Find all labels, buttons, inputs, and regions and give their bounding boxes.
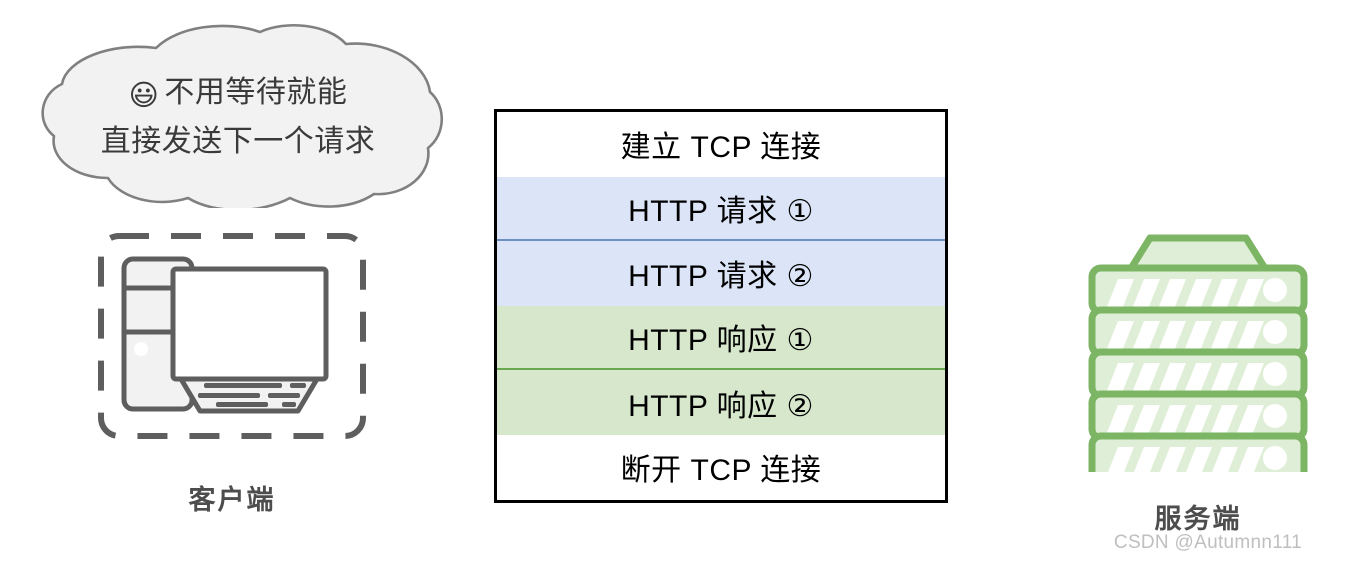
keyboard-keys — [198, 383, 306, 407]
server-rack-unit — [1088, 306, 1308, 358]
table-row: HTTP 请求 ① — [497, 176, 945, 242]
table-row: 建立 TCP 连接 — [497, 112, 945, 177]
thought-bubble-shape — [41, 23, 443, 208]
csdn-watermark: CSDN @Autumnn111 — [1113, 532, 1303, 553]
pc-power-light — [134, 342, 148, 356]
server-rack-unit — [1088, 432, 1308, 472]
http-pipelining-sequence-table: 建立 TCP 连接 HTTP 请求 ① HTTP 请求 ② HTTP 响应 ① … — [494, 109, 948, 503]
server-label: 服务端 — [1154, 504, 1242, 534]
server-rack-icon — [1088, 234, 1308, 472]
client-computer-illustration — [96, 231, 368, 441]
server-rack-unit — [1088, 348, 1308, 400]
server-rack-unit — [1088, 390, 1308, 442]
table-row: HTTP 响应 ② — [497, 370, 945, 435]
server-illustration — [1078, 232, 1318, 472]
row-label: HTTP 响应 ① — [628, 324, 814, 358]
thought-bubble: 😃不用等待就能 直接发送下一个请求 — [28, 18, 448, 208]
table-row: HTTP 响应 ① — [497, 305, 945, 371]
row-label: 建立 TCP 连接 — [620, 131, 822, 165]
monitor-screen — [170, 266, 329, 382]
row-label: HTTP 响应 ② — [628, 389, 814, 423]
desktop-computer-icon — [98, 233, 366, 439]
row-label: HTTP 请求 ② — [628, 260, 814, 294]
client-label: 客户端 — [188, 485, 276, 515]
table-row: HTTP 请求 ② — [497, 241, 945, 306]
row-label: 断开 TCP 连接 — [620, 454, 822, 488]
table-row: 断开 TCP 连接 — [497, 434, 945, 500]
client-dashed-boundary — [98, 233, 366, 439]
server-rack-unit — [1088, 264, 1308, 316]
row-label: HTTP 请求 ① — [628, 194, 814, 228]
